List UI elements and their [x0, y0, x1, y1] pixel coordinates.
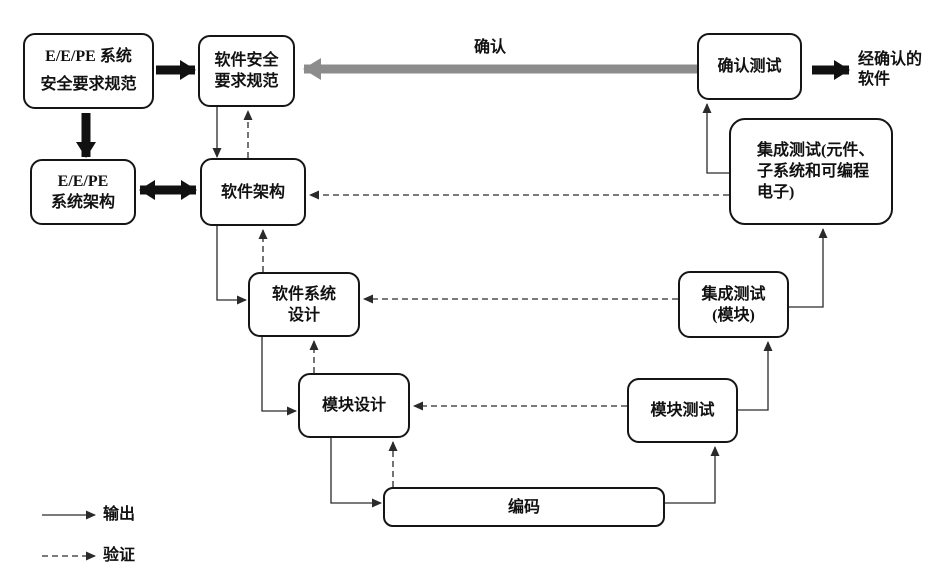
box-module-test: 模块测试: [627, 378, 738, 443]
legend-verification-label: 验证: [103, 547, 136, 564]
validation-arrow-label: 确认: [473, 39, 506, 56]
box-integration-test-module: 集成测试 (模块): [678, 271, 789, 338]
box-coding: 编码: [383, 487, 665, 527]
box-software-safety-spec: 软件安全 要求规范: [198, 35, 295, 107]
output-module-test-to-integration-test-module: [738, 341, 773, 411]
box-integration-test-pe-label: 集成测试(元件、 子系统和可编程 电子): [757, 142, 875, 201]
box-eepe-system-architecture: E/E/PE 系统架构: [30, 159, 136, 225]
legend-output-label: 输出: [103, 506, 136, 523]
box-software-safety-spec-label: 软件安全 要求规范: [214, 52, 279, 90]
box-software-system-design-label: 软件系统 设计: [271, 285, 336, 324]
box-coding-label: 编码: [507, 498, 540, 516]
box-integration-test-module-label: 集成测试 (模块): [701, 285, 766, 324]
output-module-design-to-coding: [330, 438, 382, 508]
output-sw-sys-design-to-module-design: [261, 337, 297, 416]
box-eepe-system-architecture-label: E/E/PE 系统架构: [50, 173, 115, 211]
box-validation-test-label: 确认测试: [717, 58, 782, 75]
box-eepe-system-safety-spec-label: E/E/PE 系统 安全要求规范: [40, 48, 137, 93]
output-coding-to-module-test: [665, 446, 720, 504]
box-eepe-system-safety-spec: E/E/PE 系统 安全要求规范: [23, 33, 154, 109]
box-software-architecture-label: 软件架构: [220, 183, 285, 201]
box-module-design-label: 模块设计: [321, 397, 386, 414]
output-sw-arch-to-sw-sys-design: [216, 226, 247, 305]
box-integration-test-pe: 集成测试(元件、 子系统和可编程 电子): [729, 118, 893, 225]
output-integration-test-module-to-integration-test-pe: [789, 228, 828, 308]
box-software-architecture: 软件架构: [200, 158, 306, 226]
box-module-test-label: 模块测试: [650, 402, 715, 419]
box-validation-test: 确认测试: [697, 33, 802, 100]
validated-software-label: 经确认的 软件: [858, 51, 923, 88]
box-module-design: 模块设计: [298, 373, 410, 438]
output-integration-test-pe-to-validation-test: [702, 103, 729, 174]
box-software-system-design: 软件系统 设计: [248, 272, 360, 337]
